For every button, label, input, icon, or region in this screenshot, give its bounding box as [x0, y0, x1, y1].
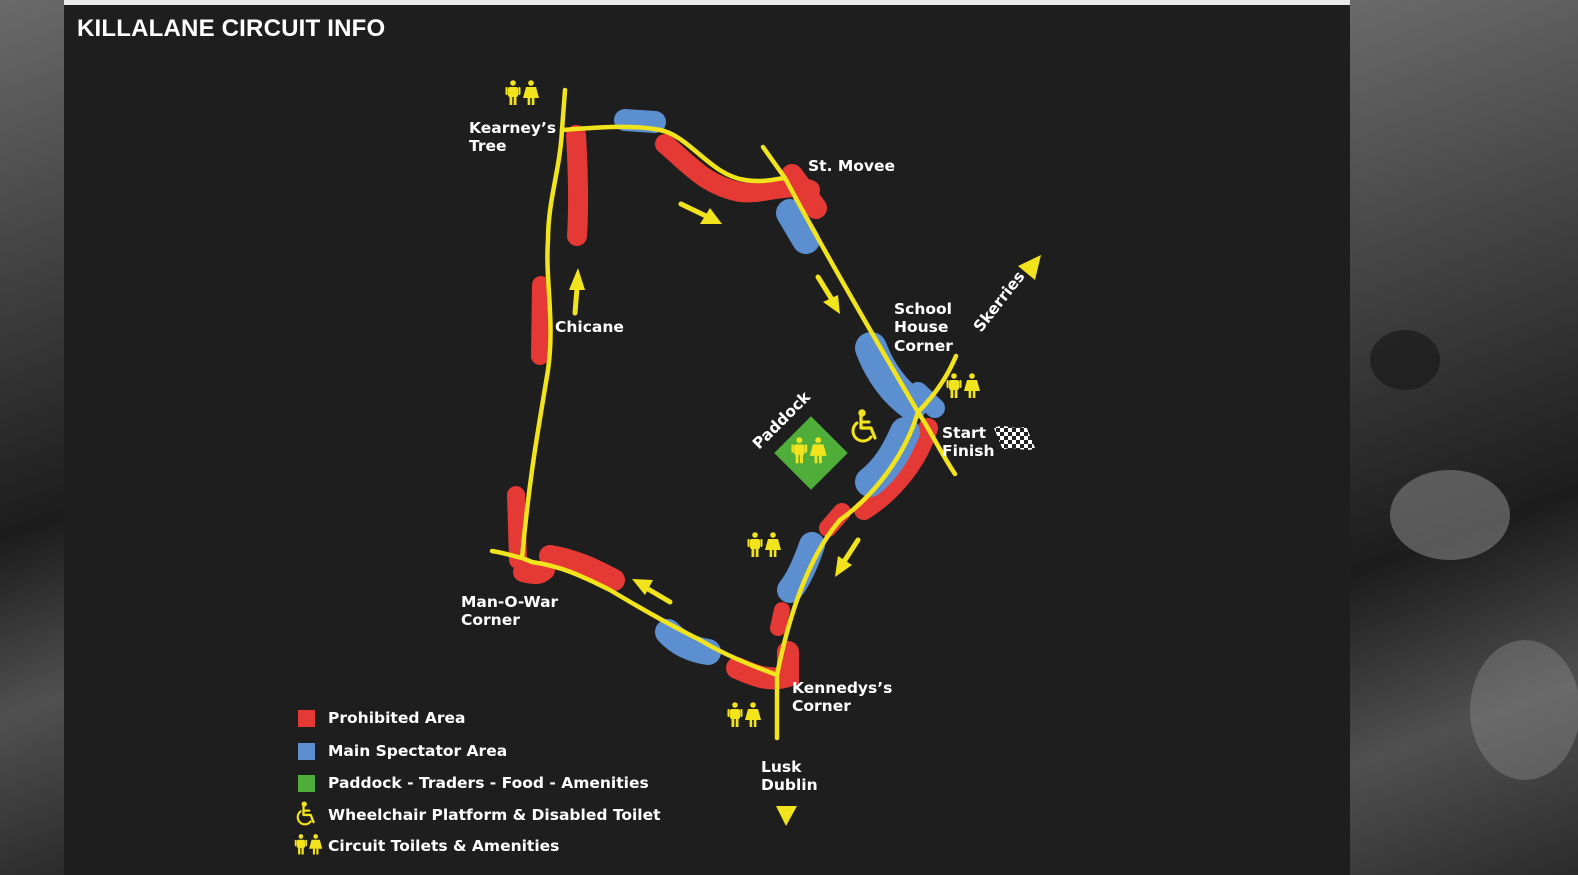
spectator-area [777, 532, 825, 603]
blue-square-icon [298, 743, 315, 760]
background-photo-right [1350, 0, 1578, 875]
label-kearneys-tree: Kearney’s Tree [469, 119, 562, 155]
prohibited-area [539, 545, 625, 591]
prohibited-area [513, 560, 555, 585]
toilets-icon [946, 373, 980, 398]
toilets-icon [294, 834, 323, 855]
road-start-finish-east [915, 409, 958, 477]
label-school-house-corner: School House Corner [894, 300, 957, 355]
road-to-kearneys-north [559, 87, 568, 133]
track-main-loop [519, 124, 921, 678]
label-man-o-war-corner: Man-O-War Corner [461, 593, 564, 629]
legend-label: Circuit Toilets & Amenities [328, 837, 559, 855]
direction-arrow [569, 268, 585, 316]
prohibited-areas [507, 125, 938, 690]
label-kennedys-corner: Kennedys’s Corner [792, 679, 898, 715]
prohibited-area [531, 276, 550, 365]
label-skerries: Skerries [970, 268, 1028, 336]
prohibited-area [819, 503, 851, 537]
page-title: KILLALANE CIRCUIT INFO [77, 15, 386, 42]
road-exit-arrow-lusk [776, 806, 797, 826]
road-st-movee-north [760, 144, 788, 181]
legend-label: Prohibited Area [328, 709, 465, 727]
spectator-areas [614, 109, 945, 665]
label-st-movee: St. Movee [808, 157, 895, 175]
wheelchair-icon [851, 408, 877, 443]
checkered-flag-icon [994, 426, 1035, 450]
legend-item: Circuit Toilets & Amenities [294, 834, 559, 855]
prohibited-area [770, 602, 790, 636]
legend-item: Paddock - Traders - Food - Amenities [298, 774, 649, 792]
legend-label: Wheelchair Platform & Disabled Toilet [328, 806, 661, 824]
road-to-skerries [915, 353, 959, 415]
prohibited-area [566, 125, 589, 246]
map-legend: Prohibited Area Main Spectator Area Padd… [294, 709, 661, 855]
toilets-icon [747, 532, 781, 557]
direction-arrow [815, 274, 840, 314]
green-square-icon [298, 775, 315, 792]
spectator-area [855, 332, 928, 420]
prohibited-area [854, 418, 938, 520]
label-chicane: Chicane [555, 318, 624, 336]
wheelchair-icon [296, 800, 315, 826]
prohibited-area [726, 641, 799, 690]
prohibited-area [781, 164, 827, 219]
background-photo-left [0, 0, 64, 875]
direction-arrows [569, 201, 1041, 826]
legend-item: Prohibited Area [298, 709, 465, 727]
toilets-icon [727, 702, 761, 727]
spectator-area [776, 199, 820, 254]
direction-arrow [632, 579, 673, 605]
circuit-map: Kearney’s Tree St. Movee Chicane School … [294, 80, 1041, 855]
circuit-track [489, 87, 959, 741]
road-man-o-war-west [489, 548, 525, 561]
direction-arrow [678, 201, 722, 224]
road-exit-arrow-skerries [1018, 255, 1041, 280]
red-square-icon [298, 710, 315, 727]
label-start-finish: Start Finish [942, 424, 995, 460]
spectator-area [855, 417, 920, 497]
spectator-area [655, 619, 721, 665]
spectator-area [614, 109, 666, 133]
direction-arrow [835, 537, 861, 577]
legend-label: Main Spectator Area [328, 742, 507, 760]
legend-item: Main Spectator Area [298, 742, 507, 760]
legend-item: Wheelchair Platform & Disabled Toilet [296, 800, 661, 826]
toilets-icon [505, 80, 539, 105]
top-border [0, 0, 1578, 5]
prohibited-area [507, 486, 527, 569]
label-lusk-dublin: Lusk Dublin [761, 758, 818, 794]
circuit-info-panel: KILLALANE CIRCUIT INFO [64, 5, 1350, 875]
legend-label: Paddock - Traders - Food - Amenities [328, 774, 649, 792]
